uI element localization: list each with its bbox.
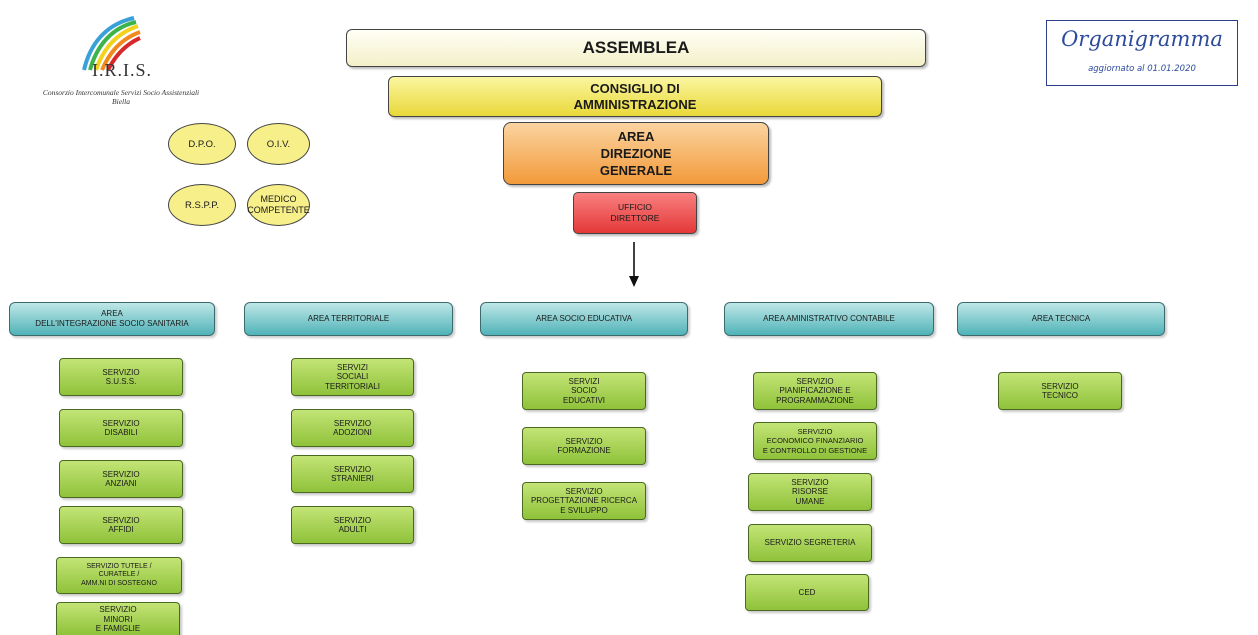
logo-subtitle: Consorzio Intercomunale Servizi Socio As…: [42, 88, 200, 106]
area-socio-educativa: AREA SOCIO EDUCATIVA: [480, 302, 688, 336]
area-amministrativo-contabile: AREA AMINISTRATIVO CONTABILE: [724, 302, 934, 336]
logo-rainbow-icon: [82, 16, 141, 71]
assemblea-box: ASSEMBLEA: [346, 29, 926, 67]
direzione-generale-box: AREA DIREZIONE GENERALE: [503, 122, 769, 185]
title-box: Organigramma aggiornato al 01.01.2020: [1046, 20, 1238, 86]
area-territoriale: AREA TERRITORIALE: [244, 302, 453, 336]
page-subtitle: aggiornato al 01.01.2020: [1088, 64, 1196, 74]
servizio-segreteria: SERVIZIO SEGRETERIA: [748, 524, 872, 562]
area-tecnica: AREA TECNICA: [957, 302, 1165, 336]
down-arrow-icon: [629, 242, 639, 287]
ufficio-direttore-box: UFFICIO DIRETTORE: [573, 192, 697, 234]
ced-box: CED: [745, 574, 869, 611]
logo-name: I.R.I.S.: [92, 60, 153, 80]
consiglio-box: CONSIGLIO DI AMMINISTRAZIONE: [388, 76, 882, 117]
servizio-tutele: SERVIZIO TUTELE /CURATELE /AMM.NI DI SOS…: [56, 557, 182, 594]
rspp-oval: R.S.P.P.: [168, 184, 236, 226]
page-title: Organigramma: [1061, 27, 1223, 51]
dpo-oval: D.P.O.: [168, 123, 236, 165]
oiv-oval: O.I.V.: [247, 123, 310, 165]
